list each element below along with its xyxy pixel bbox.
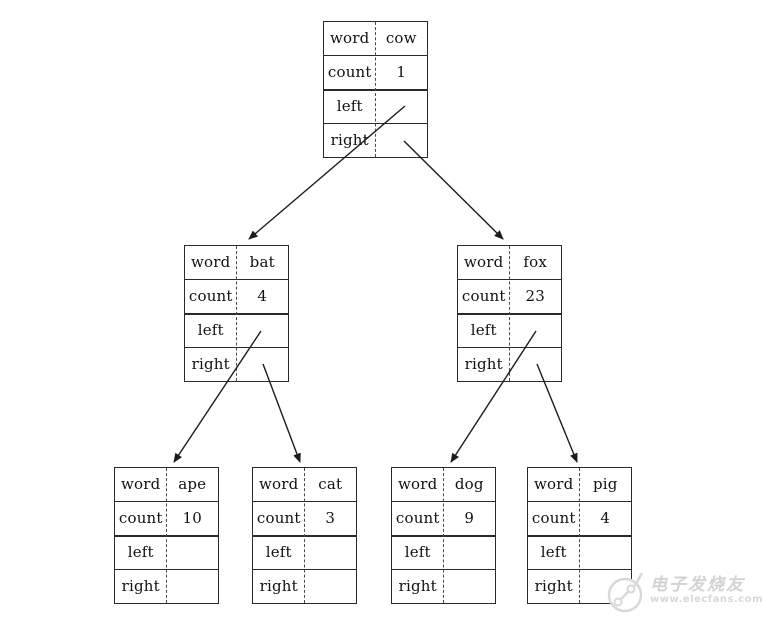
tree-node-fox: word fox count 23 left right: [457, 245, 562, 382]
field-label: word: [398, 474, 438, 493]
field-label: right: [398, 577, 437, 596]
field-label: word: [259, 474, 299, 493]
node-row-word: word pig: [528, 468, 631, 502]
tree-node-cow: word cow count 1 left right: [323, 21, 428, 158]
node-row-right: right: [324, 124, 427, 157]
word-value: pig: [592, 474, 618, 493]
field-label: right: [191, 355, 230, 374]
node-row-count: count 9: [392, 502, 495, 537]
field-label: left: [470, 321, 497, 340]
field-label: count: [531, 508, 576, 527]
node-row-word: word cat: [253, 468, 356, 502]
word-value: dog: [454, 474, 484, 493]
field-label: count: [327, 62, 372, 81]
node-row-right: right: [253, 570, 356, 603]
field-label: right: [330, 131, 369, 150]
field-label: left: [540, 543, 567, 562]
tree-node-dog: word dog count 9 left right: [391, 467, 496, 604]
node-row-left: left: [185, 315, 288, 349]
field-label: word: [191, 252, 231, 271]
word-value: fox: [523, 252, 548, 271]
count-value: 23: [525, 286, 545, 305]
count-value: 9: [464, 508, 475, 527]
node-row-left: left: [528, 537, 631, 571]
count-value: 4: [257, 286, 268, 305]
word-value: cat: [318, 474, 343, 493]
watermark: 电子发烧友 www.elecfans.com: [606, 565, 763, 617]
node-row-right: right: [528, 570, 631, 603]
node-row-left: left: [253, 537, 356, 571]
node-row-count: count 10: [115, 502, 218, 537]
word-value: bat: [249, 252, 275, 271]
field-label: count: [395, 508, 440, 527]
node-row-left: left: [392, 537, 495, 571]
field-label: word: [534, 474, 574, 493]
node-row-word: word cow: [324, 22, 427, 56]
count-value: 3: [325, 508, 336, 527]
field-label: count: [461, 286, 506, 305]
node-row-left: left: [324, 91, 427, 125]
tree-node-cat: word cat count 3 left right: [252, 467, 357, 604]
field-label: left: [404, 543, 431, 562]
field-label: count: [256, 508, 301, 527]
field-label: word: [464, 252, 504, 271]
tree-node-bat: word bat count 4 left right: [184, 245, 289, 382]
field-label: right: [121, 577, 160, 596]
count-value: 10: [182, 508, 202, 527]
watermark-brand: 电子发烧友: [650, 574, 746, 595]
circuit-diode-icon: [607, 572, 644, 613]
node-row-count: count 1: [324, 56, 427, 91]
node-row-word: word bat: [185, 246, 288, 280]
node-row-right: right: [185, 348, 288, 381]
node-row-word: word ape: [115, 468, 218, 502]
watermark-url: www.elecfans.com: [650, 593, 763, 605]
node-row-right: right: [458, 348, 561, 381]
node-row-count: count 4: [185, 280, 288, 315]
field-label: left: [127, 543, 154, 562]
word-value: cow: [385, 28, 417, 47]
node-row-right: right: [392, 570, 495, 603]
tree-node-ape: word ape count 10 left right: [114, 467, 219, 604]
count-value: 4: [600, 508, 611, 527]
field-label: right: [259, 577, 298, 596]
node-row-count: count 23: [458, 280, 561, 315]
field-label: word: [121, 474, 161, 493]
node-row-count: count 3: [253, 502, 356, 537]
node-row-left: left: [458, 315, 561, 349]
node-row-right: right: [115, 570, 218, 603]
watermark-text: 电子发烧友 www.elecfans.com: [650, 574, 763, 605]
node-row-word: word dog: [392, 468, 495, 502]
field-label: right: [464, 355, 503, 374]
count-value: 1: [396, 62, 407, 81]
field-label: right: [534, 577, 573, 596]
node-row-left: left: [115, 537, 218, 571]
node-row-count: count 4: [528, 502, 631, 537]
field-label: word: [330, 28, 370, 47]
field-label: count: [188, 286, 233, 305]
node-row-word: word fox: [458, 246, 561, 280]
field-label: count: [118, 508, 163, 527]
field-label: left: [336, 97, 363, 116]
word-value: ape: [178, 474, 207, 493]
field-label: left: [197, 321, 224, 340]
tree-node-pig: word pig count 4 left right: [527, 467, 632, 604]
field-label: left: [265, 543, 292, 562]
